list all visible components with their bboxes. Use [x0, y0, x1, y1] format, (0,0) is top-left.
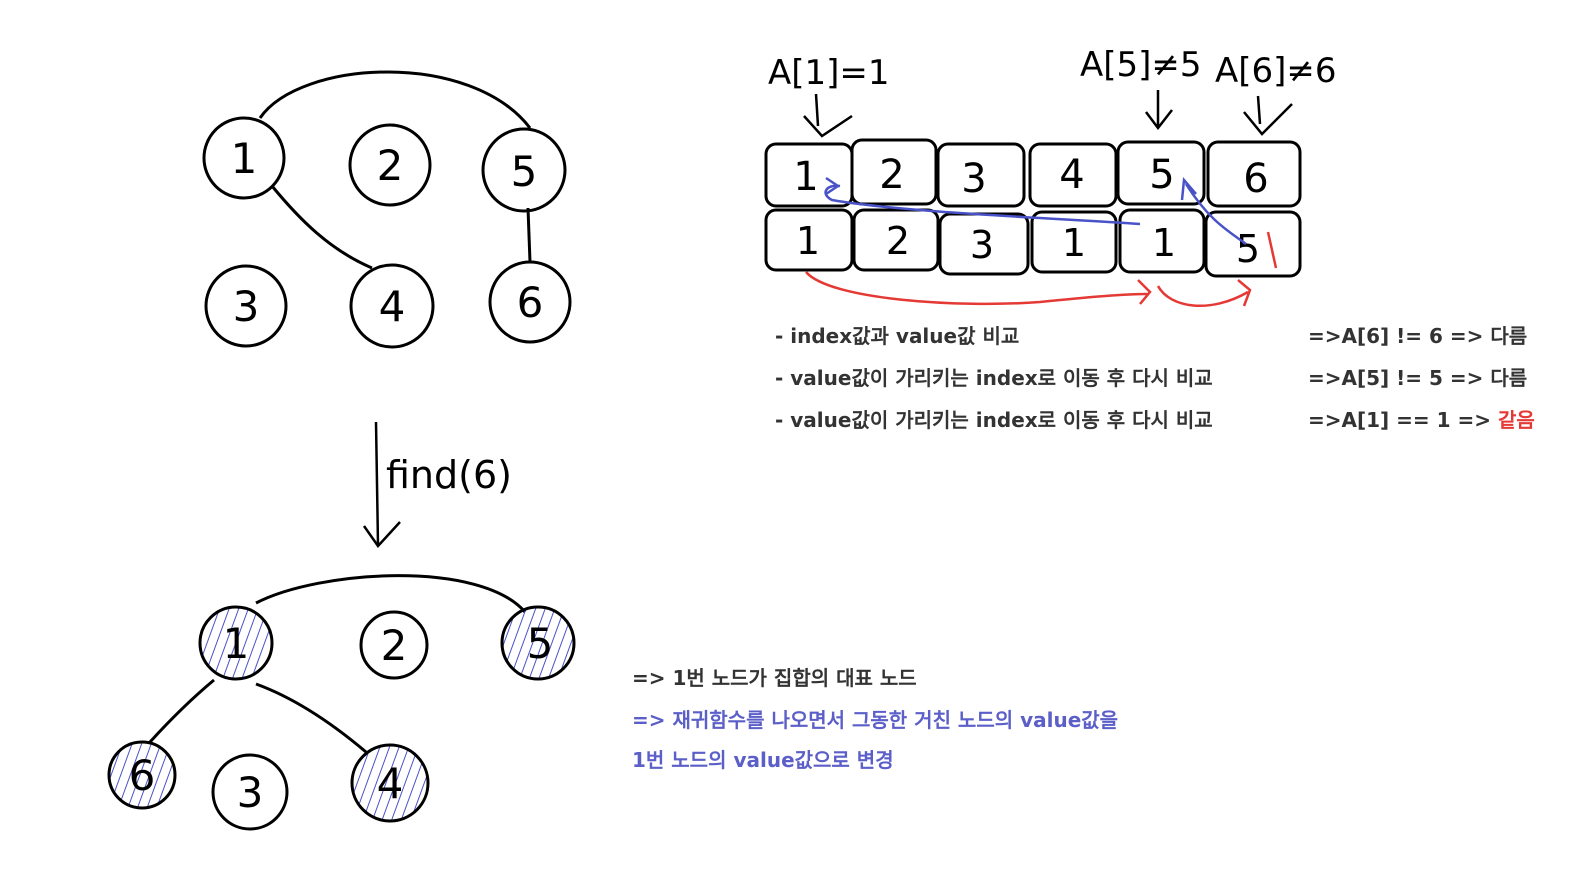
red-mark-6	[1266, 231, 1278, 269]
bottom-node-1-circle	[198, 605, 274, 681]
find-arrow-shaft	[374, 421, 380, 546]
top-node-4-circle	[349, 263, 435, 349]
value-label-4: 1	[1062, 221, 1086, 265]
index-label-2: 2	[879, 152, 904, 198]
blue-pointer-arrows	[824, 176, 1247, 246]
top-node-1-label: 1	[231, 134, 258, 183]
index-label-5: 5	[1149, 152, 1174, 198]
value-label-2: 2	[886, 219, 910, 263]
index-cell-2	[850, 138, 938, 206]
compare-note-2-result: =>A[5] != 5 =>	[1308, 366, 1491, 390]
value-label-1: 1	[796, 219, 820, 263]
index-label-6: 6	[1243, 156, 1268, 202]
bottom-graph-labels: 1 2 5 6 3 4	[129, 619, 554, 817]
compare-note-1: - index값과 value값 비교 =>A[6] != 6 => 다름	[775, 320, 1565, 349]
compare-note-2-text: - value값이 가리키는 index로 이동 후 다시 비교	[775, 366, 1213, 390]
compare-note-1-text: - index값과 value값 비교	[775, 324, 1020, 348]
top-node-1-circle	[202, 116, 286, 200]
compare-note-2: - value값이 가리키는 index로 이동 후 다시 비교 =>A[5] …	[775, 362, 1565, 391]
value-label-3: 3	[970, 223, 994, 267]
compare-note-3-result: =>A[1] == 1 =>	[1308, 408, 1498, 432]
bottom-edge-1-6	[148, 678, 215, 744]
compare-note-2-outcome: 다름	[1490, 366, 1528, 390]
compare-note-1-outcome: 다름	[1490, 324, 1528, 348]
bottom-node-3-label: 3	[237, 768, 264, 817]
compare-note-1-result-wrap: =>A[6] != 6 => 다름	[1308, 320, 1527, 349]
array-annotations: A[1]=1 A[5]≠5 A[6]≠6	[768, 45, 1337, 93]
value-cell-6	[1204, 210, 1302, 278]
compare-note-3-result-wrap: =>A[1] == 1 => 같음	[1308, 404, 1535, 433]
top-node-5-circle	[481, 127, 567, 213]
index-cell-3	[936, 142, 1026, 208]
top-node-6-label: 6	[517, 278, 544, 327]
array-value-labels: 1 2 3 1 1 5	[796, 219, 1260, 271]
index-label-3: 3	[961, 156, 986, 202]
bottom-node-5-circle	[500, 605, 576, 681]
red-arrow-5-to-6	[1156, 279, 1252, 308]
find-label: find(6)	[386, 453, 512, 497]
array-value-row	[764, 208, 1302, 278]
annotation-arrow-1	[803, 93, 853, 138]
annotation-a1: A[1]=1	[768, 53, 890, 93]
value-label-6: 5	[1236, 227, 1260, 271]
array-index-row	[764, 138, 1302, 208]
find-arrow	[362, 421, 401, 548]
value-cell-1	[764, 208, 854, 272]
red-pointer-arrows	[805, 231, 1278, 308]
bottom-edge-1-4	[255, 682, 367, 754]
find-arrow-head	[362, 521, 401, 548]
top-node-3-circle	[204, 264, 288, 348]
value-cell-4	[1030, 210, 1118, 274]
annotation-arrow-5	[1145, 90, 1173, 131]
blue-arrow-5-to-1	[824, 176, 1141, 226]
bottom-node-3-circle	[211, 753, 289, 831]
bottom-node-2-label: 2	[381, 621, 408, 670]
index-label-4: 4	[1059, 152, 1084, 198]
compare-note-2-result-wrap: =>A[5] != 5 => 다름	[1308, 362, 1527, 391]
value-cell-2	[852, 208, 940, 272]
index-cell-6	[1206, 140, 1302, 208]
bottom-node-1-label: 1	[223, 619, 250, 668]
annotation-a5: A[5]≠5	[1080, 45, 1202, 85]
index-label-1: 1	[793, 154, 818, 200]
annotation-arrow-6	[1243, 95, 1293, 136]
compare-note-1-result: =>A[6] != 6 =>	[1308, 324, 1491, 348]
compare-note-3: - value값이 가리키는 index로 이동 후 다시 비교 =>A[1] …	[775, 404, 1565, 433]
result-note-1: => 1번 노드가 집합의 대표 노드	[632, 666, 917, 690]
edge-1-4	[270, 185, 373, 270]
compare-note-3-outcome: 같음	[1498, 408, 1535, 432]
bottom-node-6-label: 6	[129, 751, 156, 800]
bottom-node-2-circle	[359, 610, 429, 680]
value-label-5: 1	[1152, 221, 1176, 265]
index-cell-5	[1116, 140, 1206, 206]
value-cell-5	[1118, 208, 1206, 274]
top-node-4-label: 4	[379, 282, 406, 331]
top-graph-labels: 1 2 5 3 4 6	[231, 134, 544, 331]
top-node-3-label: 3	[233, 282, 260, 331]
annotation-a6: A[6]≠6	[1215, 51, 1337, 91]
top-node-2-label: 2	[377, 141, 404, 190]
bottom-node-5-label: 5	[527, 619, 554, 668]
top-node-2-circle	[348, 123, 432, 207]
bottom-node-4-circle	[350, 743, 430, 823]
array-index-labels: 1 2 3 4 5 6	[793, 152, 1268, 202]
top-graph	[202, 70, 572, 349]
edge-1-5	[258, 70, 532, 129]
top-node-5-label: 5	[511, 147, 538, 196]
bottom-node-4-label: 4	[377, 759, 404, 808]
top-node-6-circle	[488, 260, 572, 344]
edge-5-6	[526, 207, 532, 263]
index-cell-4	[1028, 142, 1118, 208]
result-note-3: 1번 노드의 value값으로 변경	[632, 748, 894, 772]
compare-note-3-text: - value값이 가리키는 index로 이동 후 다시 비교	[775, 408, 1213, 432]
bottom-graph	[107, 574, 576, 831]
blue-arrow-6-to-5	[1180, 176, 1247, 246]
bottom-edge-1-5	[255, 574, 527, 613]
result-note-2: => 재귀함수를 나오면서 그동한 거친 노드의 value값을	[632, 708, 1119, 732]
red-arrow-4-to-1	[805, 271, 1152, 306]
bottom-node-6-circle	[107, 740, 177, 810]
annotation-arrows	[803, 90, 1293, 138]
